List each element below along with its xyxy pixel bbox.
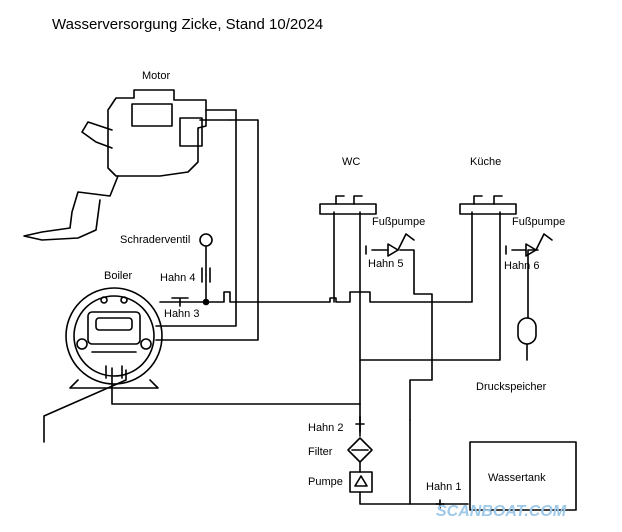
motor-supply-pipe <box>155 109 237 327</box>
motor-icon <box>23 89 237 241</box>
label-hahn-3: Hahn 3 <box>164 308 200 320</box>
label-wassertank: Wassertank <box>488 472 546 484</box>
label-druckspeicher: Druckspeicher <box>476 381 547 393</box>
wassertank-icon <box>469 441 577 511</box>
label-fusspumpe-kueche: Fußpumpe <box>512 216 566 228</box>
label-kueche: Küche <box>470 156 502 168</box>
wc-sink-icon <box>319 195 377 215</box>
label-hahn-1: Hahn 1 <box>426 481 462 493</box>
label-schraderventil: Schraderventil <box>120 234 191 246</box>
label-hahn-6: Hahn 6 <box>504 260 540 272</box>
wc-pump-pipe <box>399 249 433 421</box>
fusspumpe-wc-pedal <box>397 233 415 251</box>
label-motor: Motor <box>142 70 171 82</box>
druckspeicher-icon <box>517 317 537 345</box>
watermark-logo: SCANBOAT.COM <box>436 503 567 520</box>
fusspumpe-kueche-pedal <box>535 233 553 251</box>
hahn-4-valve <box>201 267 211 283</box>
hahn-3-valve <box>171 297 189 307</box>
boiler-drain-pipe <box>43 369 127 443</box>
schrader-valve-icon <box>199 233 213 247</box>
label-filter: Filter <box>308 446 333 458</box>
hahn-1-valve <box>435 499 445 509</box>
hahn-2-valve <box>355 415 365 433</box>
label-boiler: Boiler <box>104 270 133 282</box>
cold-water-pipe-kueche <box>359 211 501 405</box>
hahn-5-valve <box>365 245 389 255</box>
label-pumpe: Pumpe <box>308 476 343 488</box>
fusspumpe-kueche-icon <box>525 243 537 257</box>
label-hahn-4: Hahn 4 <box>160 272 196 284</box>
pumpe-icon <box>349 471 373 493</box>
diagram-title: Wasserversorgung Zicke, Stand 10/2024 <box>52 16 324 33</box>
label-wc: WC <box>342 156 361 168</box>
tank-suction-pipe <box>359 491 469 505</box>
label-hahn-5: Hahn 5 <box>368 258 404 270</box>
label-hahn-2: Hahn 2 <box>308 422 344 434</box>
motor-return-pipe <box>155 119 259 341</box>
boiler-cold-feed-pipe <box>111 367 361 405</box>
kueche-sink-icon <box>459 195 517 215</box>
hahn-6-valve <box>505 245 527 255</box>
kueche-pump-pipe <box>527 249 539 319</box>
label-fusspumpe-wc: Fußpumpe <box>372 216 426 228</box>
boiler-icon <box>65 287 163 389</box>
fusspumpe-wc-icon <box>387 243 399 257</box>
hot-water-pipe <box>159 211 473 303</box>
